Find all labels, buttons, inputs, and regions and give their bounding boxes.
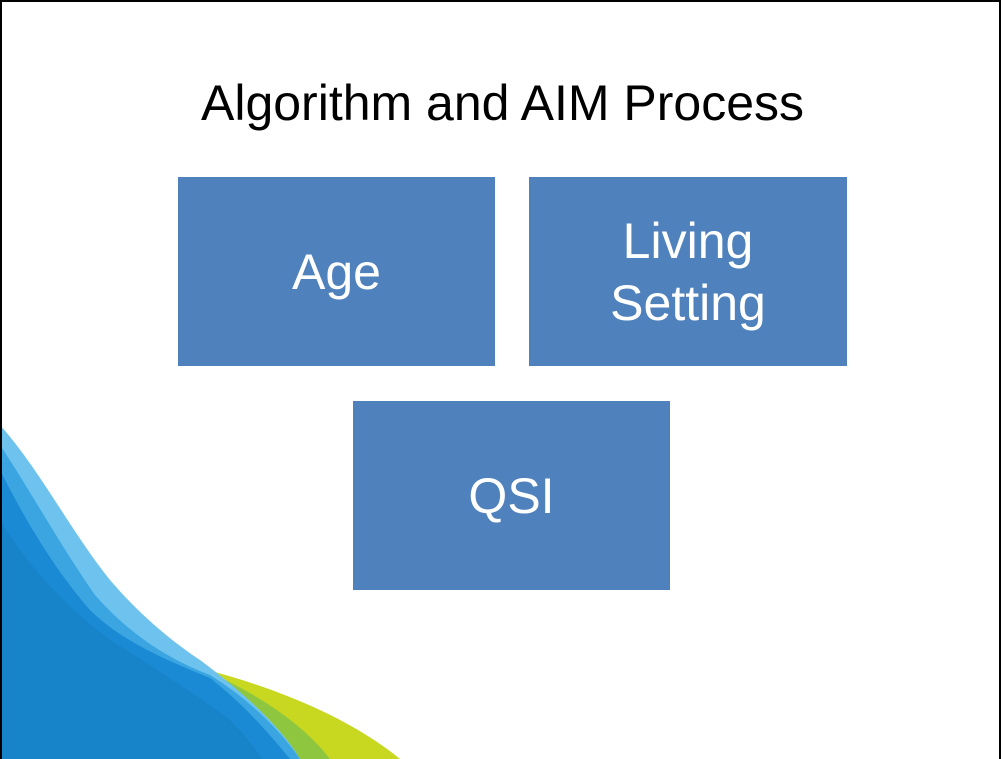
age-box: Age [178,177,495,366]
age-box-label: Age [292,243,381,300]
living-setting-box-label: Living Setting [610,212,766,331]
living-setting-box: Living Setting [529,177,847,366]
qsi-box-label: QSI [468,467,555,524]
slide-title: Algorithm and AIM Process [200,75,805,131]
qsi-box: QSI [353,401,670,590]
